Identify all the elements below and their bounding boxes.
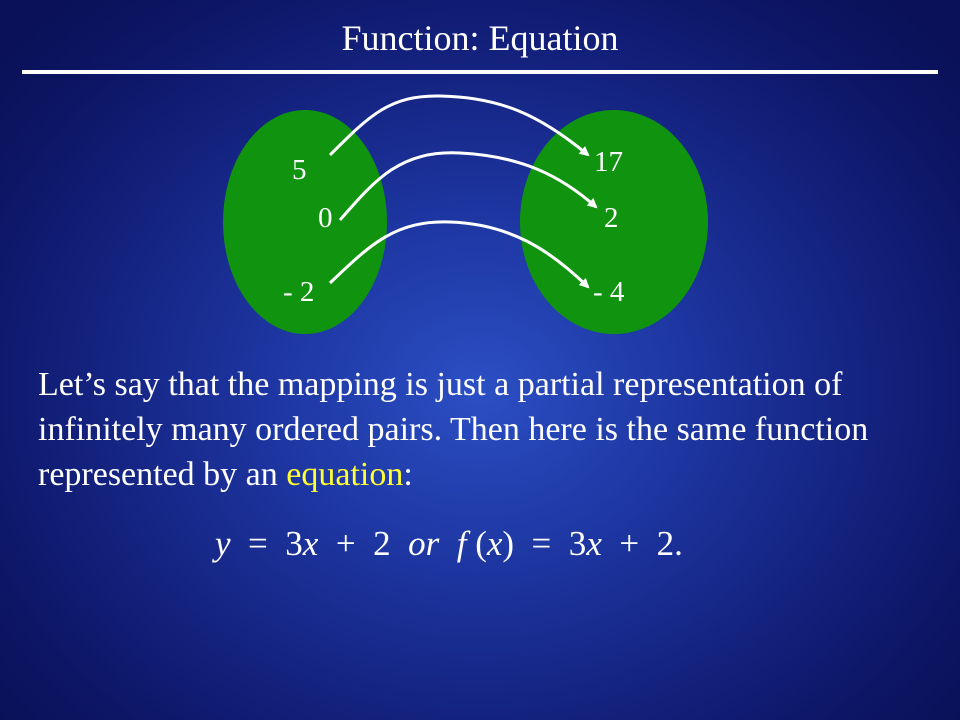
- equation-or: or: [408, 524, 440, 563]
- range-value: 17: [594, 146, 623, 178]
- equation-x: x: [586, 524, 602, 563]
- range-oval: [520, 110, 708, 334]
- slide-title: Function: Equation: [341, 18, 619, 58]
- explanation-end: :: [403, 456, 413, 493]
- range-value: 2: [604, 202, 619, 234]
- domain-value: 5: [292, 154, 307, 186]
- equation-part: (: [466, 524, 487, 563]
- equation-part: + 2: [318, 524, 409, 563]
- mapping-arrow-1: [328, 94, 590, 157]
- equation-part: + 2.: [601, 524, 683, 563]
- explanation-text: Let’s say that the mapping is just a par…: [38, 362, 918, 497]
- equation-part: = 3: [230, 524, 303, 563]
- equation-part: ) = 3: [502, 524, 587, 563]
- domain-oval: [223, 110, 387, 334]
- equation-highlight: equation: [286, 456, 404, 493]
- function-equation: y = 3x + 2 or f (x) = 3x + 2.: [215, 522, 683, 566]
- mapping-arrow-2: [338, 151, 598, 221]
- range-value: - 4: [593, 276, 625, 308]
- mapping-arrow-3: [328, 220, 590, 289]
- title-divider: [22, 70, 938, 74]
- equation-f: f: [439, 524, 467, 563]
- equation-x: x: [302, 524, 319, 563]
- explanation-body: Let’s say that the mapping is just a par…: [38, 366, 869, 493]
- equation-y: y: [215, 524, 231, 563]
- domain-value: - 2: [283, 276, 315, 308]
- domain-value: 0: [318, 202, 333, 234]
- equation-x: x: [486, 524, 503, 563]
